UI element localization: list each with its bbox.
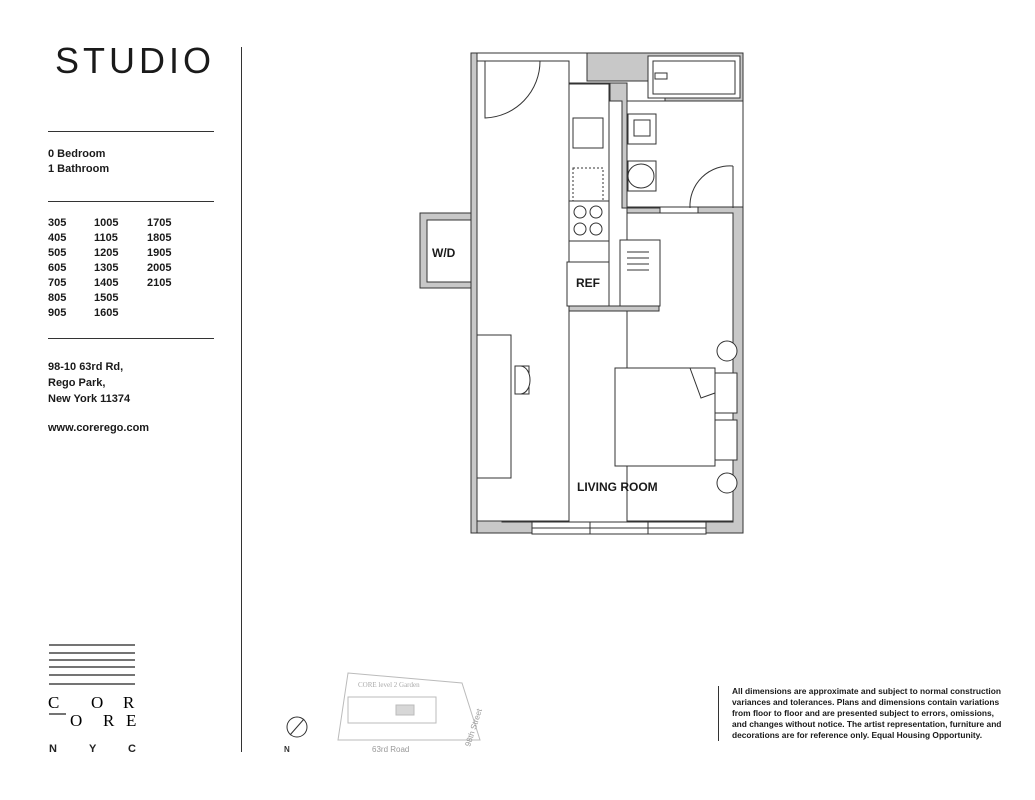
logo-letter: C	[48, 693, 59, 712]
disclaimer-text: All dimensions are approximate and subje…	[718, 686, 1004, 741]
address-line-3: New York 11374	[48, 393, 131, 405]
divider	[48, 201, 214, 202]
unit-number: 1905	[147, 247, 172, 259]
unit-column-1: 305 405 505 605 705 805 905	[48, 216, 94, 321]
website-link[interactable]: www.corerego.com	[48, 422, 150, 434]
floor-plan: W/D REF LIVING ROOM	[419, 52, 744, 535]
unit-number: 605	[48, 262, 67, 274]
address: 98-10 63rd Rd, Rego Park, New York 11374	[48, 359, 130, 407]
unit-number: 1505	[94, 292, 119, 304]
divider	[48, 338, 214, 339]
unit-number: 505	[48, 247, 67, 259]
unit-column-2: 1005 1105 1205 1305 1405 1505 1605	[94, 216, 147, 321]
refrigerator-label: REF	[576, 276, 600, 290]
unit-number: 405	[48, 232, 67, 244]
north-arrow-label: N	[284, 745, 290, 754]
unit-number: 305	[48, 217, 67, 229]
unit-list: 305 405 505 605 705 805 905 1005 1105 12…	[48, 216, 187, 321]
panel-divider	[241, 47, 242, 752]
unit-number: 1605	[94, 307, 119, 319]
unit-number: 1105	[94, 232, 118, 244]
divider	[48, 131, 214, 132]
unit-number: 1205	[94, 247, 119, 259]
unit-number: 905	[48, 307, 67, 319]
unit-number: 1805	[147, 232, 172, 244]
unit-number: 1405	[94, 277, 119, 289]
logo-letter: E	[126, 711, 136, 730]
unit-number: 1005	[94, 217, 119, 229]
washer-dryer-label: W/D	[432, 246, 456, 260]
page-title: STUDIO	[55, 40, 216, 81]
logo-letter: Y	[89, 743, 97, 755]
logo-letter: N	[49, 743, 57, 755]
bedroom-count: 0 Bedroom	[48, 148, 106, 160]
logo-letter: C	[128, 743, 136, 755]
bathroom-count: 1 Bathroom	[48, 163, 110, 175]
room-counts: 0 Bedroom 1 Bathroom	[48, 147, 109, 177]
unit-column-3: 1705 1805 1905 2005 2105	[147, 216, 187, 321]
key-plan: CORE level 2 Garden 63rd Road 98th Stree…	[284, 672, 484, 754]
unit-number: 1305	[94, 262, 119, 274]
unit-number: 1705	[147, 217, 172, 229]
unit-number: 805	[48, 292, 67, 304]
address-line-1: 98-10 63rd Rd,	[48, 361, 124, 373]
logo-letter: R	[123, 693, 135, 712]
logo-letter: R	[103, 711, 115, 730]
unit-number: 2105	[147, 277, 172, 289]
road-label: 63rd Road	[372, 745, 409, 754]
street-label: 98th Street	[463, 707, 484, 748]
unit-number: 705	[48, 277, 67, 289]
address-line-2: Rego Park,	[48, 377, 106, 389]
core-nyc-logo: C O R O R E N Y C	[48, 644, 136, 755]
garden-label: CORE level 2 Garden	[358, 681, 420, 689]
logo-letter: O	[91, 693, 103, 712]
living-room-label: LIVING ROOM	[577, 480, 658, 494]
logo-letter: O	[70, 711, 82, 730]
unit-number: 2005	[147, 262, 172, 274]
